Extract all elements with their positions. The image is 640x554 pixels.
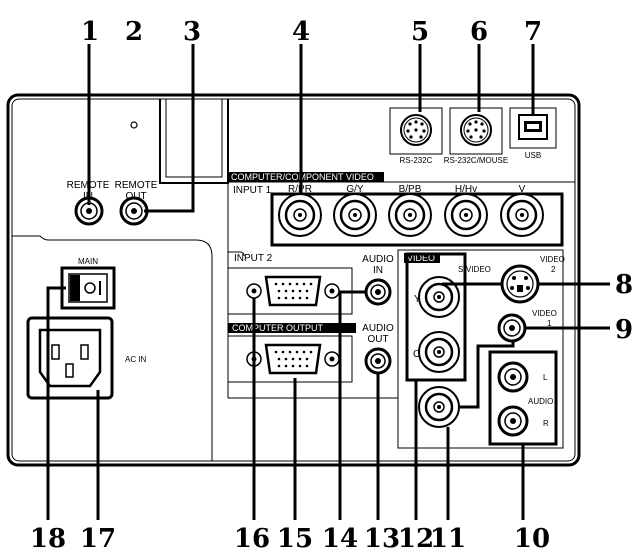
computer-output-banner-text: COMPUTER OUTPUT: [232, 323, 324, 333]
callout-11: 11: [430, 524, 466, 554]
yc-group-frame: [405, 252, 467, 382]
bnc-gy-label: G/Y: [346, 184, 364, 195]
callout-7: 7: [524, 17, 542, 47]
ac-in-socket[interactable]: [26, 316, 114, 400]
callout-5: 5: [411, 17, 429, 47]
usb-label: USB: [525, 151, 541, 160]
input1-label: INPUT 1: [233, 185, 272, 196]
callout-18: 18: [30, 524, 66, 554]
remote-out-jack[interactable]: [119, 196, 149, 226]
video-banner: [404, 253, 440, 263]
video2-label-2: 2: [551, 265, 556, 274]
leader-lines: [46, 44, 610, 520]
rs232c-mouse-port[interactable]: [449, 107, 503, 155]
bnc-group-frame: [270, 192, 564, 247]
bnc-gy-jack[interactable]: [333, 193, 377, 237]
computer-output-banner: [228, 323, 356, 333]
callout-17: 17: [80, 524, 116, 554]
input2-vga-port[interactable]: [227, 267, 353, 315]
audio-out-label-1: AUDIO: [362, 323, 394, 334]
bnc-y-jack[interactable]: [418, 276, 460, 318]
audio-in-jack[interactable]: [364, 278, 392, 306]
input2-label: INPUT 2: [234, 253, 273, 264]
rs232c-mouse-label: RS-232C/MOUSE: [444, 156, 508, 165]
bnc-bpb-label: B/PB: [399, 184, 422, 195]
bnc-c-jack[interactable]: [418, 331, 460, 373]
video-banner-text: VIDEO: [407, 253, 435, 263]
audio-in-label-1: AUDIO: [362, 254, 394, 265]
rs232c-label: RS-232C: [400, 156, 433, 165]
bnc-hhv-jack[interactable]: [444, 193, 488, 237]
callout-12: 12: [398, 524, 434, 554]
bnc-bpb-jack[interactable]: [388, 193, 432, 237]
audio-l-label: L: [543, 373, 548, 382]
callout-3: 3: [183, 17, 201, 47]
svideo-port[interactable]: [500, 264, 540, 304]
video-section-frame: [397, 249, 564, 449]
callout-14: 14: [322, 524, 358, 554]
remote-out-label-2: OUT: [125, 191, 146, 202]
power-area-border: [12, 235, 213, 461]
audio-out-label-2: OUT: [367, 334, 388, 345]
bnc-video-composite-jack[interactable]: [418, 386, 460, 428]
audio-out-jack[interactable]: [364, 347, 392, 375]
bnc-v-label: V: [519, 184, 526, 195]
remote-sensor-indicator: [130, 121, 138, 129]
svideo-label: S-VIDEO: [458, 265, 491, 274]
video1-rca-jack[interactable]: [497, 313, 527, 343]
callout-9: 9: [615, 315, 633, 345]
callout-4: 4: [292, 17, 310, 47]
computer-output-vga-port[interactable]: [227, 335, 353, 383]
callout-6: 6: [470, 17, 488, 47]
bnc-hhv-label: H/Hv: [455, 184, 477, 195]
video1-label-1: VIDEO: [532, 309, 557, 318]
callout-15: 15: [277, 524, 313, 554]
video1-label-2: 1: [547, 319, 552, 328]
callout-2: 2: [125, 17, 143, 47]
callout-16: 16: [234, 524, 270, 554]
callout-8: 8: [615, 270, 633, 300]
audio-lr-label: AUDIO: [528, 397, 553, 406]
audio-l-jack[interactable]: [497, 361, 529, 393]
main-power-switch[interactable]: [60, 266, 116, 310]
rs232c-port[interactable]: [389, 107, 443, 155]
callout-13: 13: [364, 524, 400, 554]
ac-in-label: AC IN: [125, 355, 147, 364]
video2-label-1: VIDEO: [540, 255, 565, 264]
main-switch-label: MAIN: [78, 257, 98, 266]
c-label: C: [413, 349, 420, 360]
bnc-v-jack[interactable]: [500, 193, 544, 237]
y-label: Y: [414, 294, 421, 305]
callout-10: 10: [514, 524, 550, 554]
bnc-rpr-jack[interactable]: [278, 193, 322, 237]
audio-in-label-2: IN: [373, 265, 383, 276]
remote-out-label-1: REMOTE: [115, 180, 158, 191]
audio-r-jack[interactable]: [497, 405, 529, 437]
callout-1: 1: [81, 17, 99, 47]
component-video-banner: [228, 172, 384, 182]
audio-r-label: R: [543, 419, 549, 428]
